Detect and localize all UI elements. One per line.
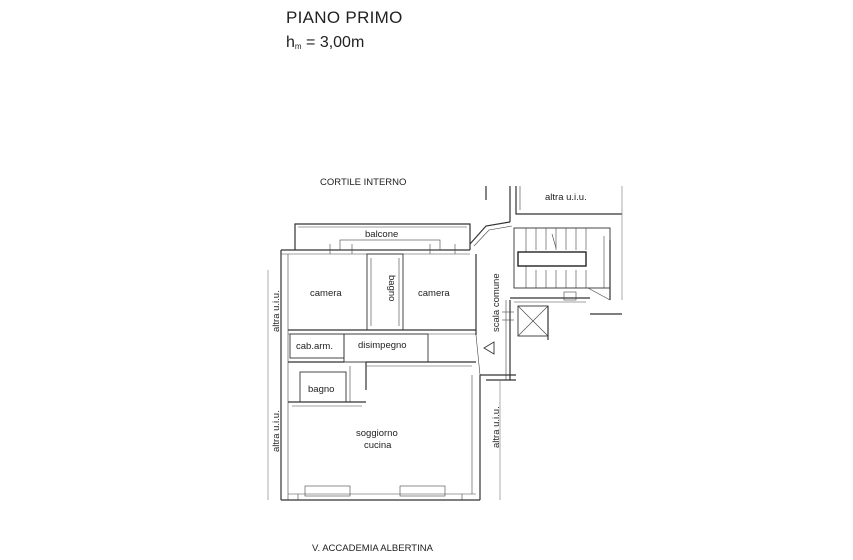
bathroom-small-label: bagno bbox=[308, 384, 334, 395]
bathroom-top-label: bagno bbox=[386, 275, 397, 301]
hallway-label: disimpegno bbox=[358, 340, 407, 351]
street-label: V. ACCADEMIA ALBERTINA bbox=[312, 543, 434, 554]
balcony bbox=[294, 223, 471, 254]
stairwell: altra u.i.u. bbox=[469, 186, 623, 500]
camera-right-label: camera bbox=[418, 288, 450, 299]
camera-left-label: camera bbox=[310, 288, 342, 299]
windows bbox=[297, 485, 463, 500]
living-label-1: soggiorno bbox=[356, 428, 398, 439]
balcony-label: balcone bbox=[365, 229, 398, 240]
courtyard-label: CORTILE INTERNO bbox=[320, 177, 406, 188]
floor-title: PIANO PRIMO bbox=[286, 8, 403, 27]
other-unit-top-label: altra u.i.u. bbox=[545, 192, 587, 203]
other-unit-left-bottom-label: altra u.i.u. bbox=[271, 410, 282, 452]
ceiling-height: hm = 3,00m bbox=[286, 34, 364, 51]
wardrobe-label: cab.arm. bbox=[296, 341, 333, 352]
other-unit-left-top-label: altra u.i.u. bbox=[271, 290, 282, 332]
other-unit-right-label: altra u.i.u. bbox=[491, 406, 502, 448]
interior-walls bbox=[288, 253, 476, 407]
common-stairs-label: scala comune bbox=[491, 273, 502, 332]
living-label-2: cucina bbox=[364, 440, 392, 451]
